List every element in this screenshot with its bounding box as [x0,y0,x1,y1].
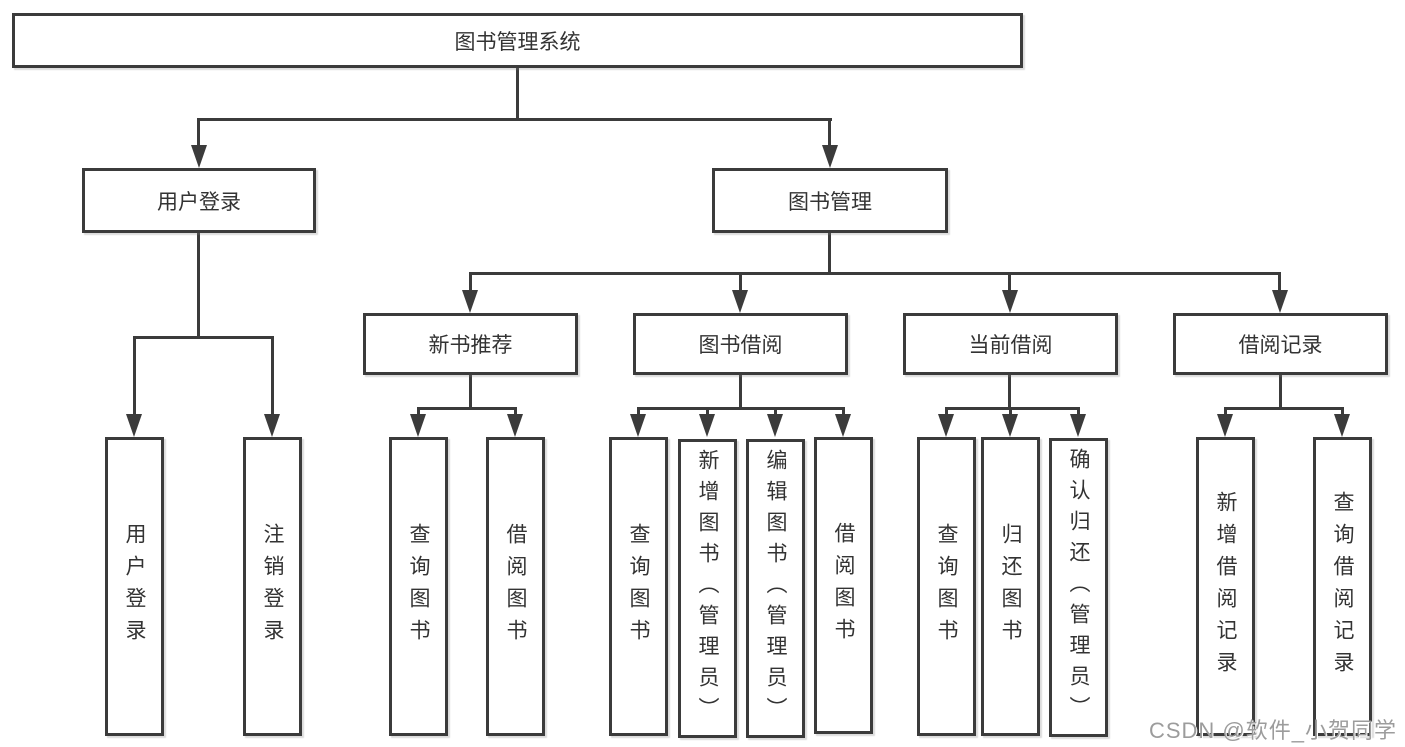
leaf-nb-borrow-books: 借阅图书 [486,437,545,736]
leaf-bb-add-books-admin-label: 新增图书（管理员） [696,449,719,728]
arrowhead-new-book [462,290,478,313]
leaf-logout: 注销登录 [243,437,302,736]
leaf-user-login: 用户登录 [105,437,164,736]
leaf-bb-borrow-books-label: 借阅图书 [832,521,855,650]
leaf-bb-query-books: 查询图书 [609,437,668,736]
node-book-management: 图书管理 [712,168,948,233]
connector-drop-leaf-login [133,336,136,416]
connector-records-stem [1279,374,1282,407]
arrowhead-bb-borrow [835,414,851,437]
connector-book-mgmt-split [469,272,1281,275]
leaf-logout-label: 注销登录 [261,522,284,651]
arrowhead-leaf-logout [264,414,280,437]
connector-drop-nb-borrow [514,407,517,417]
leaf-bb-add-books-admin: 新增图书（管理员） [678,439,737,738]
connector-new-book-split [417,407,517,410]
connector-current-split [945,407,1080,410]
connector-drop-book-mgmt [828,118,831,147]
arrowhead-cb-confirm [1070,414,1086,437]
arrowhead-rec-add [1217,414,1233,437]
connector-drop-bb-borrow [842,407,845,417]
leaf-nb-query-books-label: 查询图书 [407,522,430,651]
leaf-nb-borrow-books-label: 借阅图书 [504,522,527,651]
leaf-rec-query-record: 查询借阅记录 [1313,437,1372,736]
leaf-bb-borrow-books: 借阅图书 [814,437,873,734]
node-borrowing-records: 借阅记录 [1173,313,1388,375]
connector-drop-bb-query [637,407,640,417]
arrowhead-borrow [732,290,748,313]
leaf-rec-add-record: 新增借阅记录 [1196,437,1255,736]
connector-borrow-stem [739,374,742,407]
arrowhead-book-mgmt [822,145,838,168]
leaf-bb-query-books-label: 查询图书 [627,522,650,651]
connector-drop-borrow [739,272,742,294]
leaf-cb-return-books: 归还图书 [981,437,1040,736]
connector-drop-bb-edit [774,407,777,417]
leaf-user-login-label: 用户登录 [123,522,146,651]
leaf-rec-query-record-label: 查询借阅记录 [1331,490,1354,683]
arrowhead-bb-query [630,414,646,437]
arrowhead-cb-return [1002,414,1018,437]
connector-user-login-split [133,336,274,339]
leaf-rec-add-record-label: 新增借阅记录 [1214,490,1237,683]
leaf-cb-confirm-return-admin-label: 确认归还（管理员） [1067,448,1090,727]
node-book-borrowing: 图书借阅 [633,313,848,375]
node-current-borrowing: 当前借阅 [903,313,1118,375]
connector-drop-cb-return [1009,407,1012,417]
connector-user-login-stem [197,232,200,336]
leaf-bb-edit-books-admin-label: 编辑图书（管理员） [764,449,787,728]
connector-drop-records [1278,272,1281,294]
node-root: 图书管理系统 [12,13,1023,68]
csdn-watermark: CSDN @软件_小贺同学 [1148,718,1397,743]
connector-drop-rec-query [1341,407,1344,417]
connector-records-split [1224,407,1344,410]
arrowhead-leaf-login [126,414,142,437]
node-user-login: 用户登录 [82,168,316,233]
leaf-cb-query-books: 查询图书 [917,437,976,736]
arrowhead-rec-query [1334,414,1350,437]
connector-current-stem [1008,374,1011,407]
arrowhead-current [1002,290,1018,313]
leaf-cb-confirm-return-admin: 确认归还（管理员） [1049,438,1108,737]
connector-drop-current [1008,272,1011,294]
connector-drop-cb-query [945,407,948,417]
arrowhead-nb-borrow [507,414,523,437]
arrowhead-bb-add [699,414,715,437]
arrowhead-records [1272,290,1288,313]
connector-drop-user-login [197,118,200,147]
connector-root-split [197,118,832,121]
connector-drop-bb-add [706,407,709,417]
connector-drop-leaf-logout [271,336,274,416]
connector-book-mgmt-stem [828,232,831,272]
node-new-book-recommend: 新书推荐 [363,313,578,375]
connector-drop-cb-confirm [1077,407,1080,417]
connector-drop-new-book [469,272,472,294]
arrowhead-cb-query [938,414,954,437]
connector-borrow-split [637,407,845,410]
arrowhead-user-login [191,145,207,168]
leaf-nb-query-books: 查询图书 [389,437,448,736]
arrowhead-bb-edit [767,414,783,437]
connector-root-stem [516,67,519,118]
connector-drop-rec-add [1224,407,1227,417]
leaf-bb-edit-books-admin: 编辑图书（管理员） [746,439,805,738]
leaf-cb-query-books-label: 查询图书 [935,522,958,651]
connector-drop-nb-query [417,407,420,417]
connector-new-book-stem [469,374,472,407]
leaf-cb-return-books-label: 归还图书 [999,522,1022,651]
arrowhead-nb-query [410,414,426,437]
